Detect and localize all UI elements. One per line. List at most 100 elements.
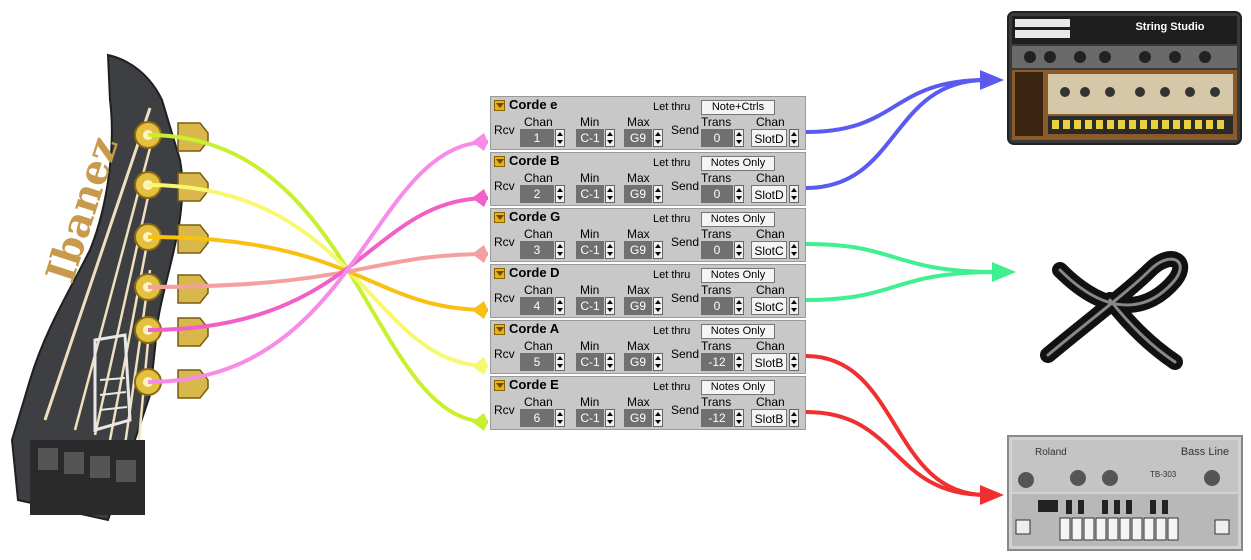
trans-field[interactable]: -12 bbox=[701, 409, 733, 427]
min-stepper[interactable] bbox=[605, 129, 615, 147]
slot-stepper[interactable] bbox=[789, 297, 799, 315]
trans-field[interactable]: -12 bbox=[701, 353, 733, 371]
trans-stepper[interactable] bbox=[734, 409, 744, 427]
min-field[interactable]: C-1 bbox=[576, 241, 604, 259]
send-chan-label: Chan bbox=[756, 115, 785, 129]
min-field[interactable]: C-1 bbox=[576, 409, 604, 427]
tb303-model: TB-303 bbox=[1150, 470, 1177, 479]
max-field[interactable]: G9 bbox=[624, 241, 652, 259]
min-stepper[interactable] bbox=[605, 297, 615, 315]
slot-stepper[interactable] bbox=[789, 409, 799, 427]
min-stepper[interactable] bbox=[605, 185, 615, 203]
output-arrow-icon bbox=[980, 485, 1004, 505]
chan-field[interactable]: 5 bbox=[520, 353, 554, 371]
min-field[interactable]: C-1 bbox=[576, 129, 604, 147]
chan-field[interactable]: 3 bbox=[520, 241, 554, 259]
min-stepper[interactable] bbox=[605, 241, 615, 259]
chan-label: Chan bbox=[524, 171, 553, 185]
let-thru-select[interactable]: Notes Only bbox=[701, 324, 775, 339]
input-arrow-icon bbox=[472, 413, 488, 431]
max-stepper[interactable] bbox=[653, 185, 663, 203]
tuner-key bbox=[177, 274, 209, 304]
slot-select[interactable]: SlotB bbox=[751, 353, 787, 371]
trans-stepper[interactable] bbox=[734, 297, 744, 315]
collapse-toggle-icon[interactable] bbox=[494, 156, 505, 167]
max-field[interactable]: G9 bbox=[624, 185, 652, 203]
chan-field[interactable]: 4 bbox=[520, 297, 554, 315]
chan-stepper[interactable] bbox=[555, 241, 565, 259]
max-field[interactable]: G9 bbox=[624, 353, 652, 371]
slot-stepper[interactable] bbox=[789, 185, 799, 203]
output-cable bbox=[805, 78, 987, 134]
slot-stepper[interactable] bbox=[789, 129, 799, 147]
let-thru-select[interactable]: Note+Ctrls bbox=[701, 100, 775, 115]
tuner-key bbox=[177, 317, 209, 347]
let-thru-select[interactable]: Notes Only bbox=[701, 212, 775, 227]
max-stepper[interactable] bbox=[653, 129, 663, 147]
trans-label: Trans bbox=[701, 339, 732, 353]
collapse-toggle-icon[interactable] bbox=[494, 268, 505, 279]
chan-field[interactable]: 2 bbox=[520, 185, 554, 203]
chan-stepper[interactable] bbox=[555, 129, 565, 147]
chan-label: Chan bbox=[524, 339, 553, 353]
max-label: Max bbox=[627, 227, 650, 241]
trans-field[interactable]: 0 bbox=[701, 185, 733, 203]
let-thru-select[interactable]: Notes Only bbox=[701, 156, 775, 171]
trans-field[interactable]: 0 bbox=[701, 129, 733, 147]
let-thru-label: Let thru bbox=[653, 325, 691, 337]
send-label: Send bbox=[671, 235, 700, 249]
max-field[interactable]: G9 bbox=[624, 129, 652, 147]
trans-stepper[interactable] bbox=[734, 241, 744, 259]
let-thru-select[interactable]: Notes Only bbox=[701, 268, 775, 283]
chan-field[interactable]: 1 bbox=[520, 129, 554, 147]
max-stepper[interactable] bbox=[653, 409, 663, 427]
collapse-toggle-icon[interactable] bbox=[494, 212, 505, 223]
chan-stepper[interactable] bbox=[555, 297, 565, 315]
output-cable bbox=[805, 242, 999, 274]
collapse-toggle-icon[interactable] bbox=[494, 100, 505, 111]
slot-select[interactable]: SlotB bbox=[751, 409, 787, 427]
max-stepper[interactable] bbox=[653, 353, 663, 371]
output-cable bbox=[805, 354, 987, 497]
chan-field[interactable]: 6 bbox=[520, 409, 554, 427]
max-field[interactable]: G9 bbox=[624, 409, 652, 427]
max-stepper[interactable] bbox=[653, 241, 663, 259]
min-stepper[interactable] bbox=[605, 353, 615, 371]
collapse-toggle-icon[interactable] bbox=[494, 380, 505, 391]
trans-field[interactable]: 0 bbox=[701, 297, 733, 315]
slot-stepper[interactable] bbox=[789, 353, 799, 371]
chan-stepper[interactable] bbox=[555, 409, 565, 427]
string-name: Corde G bbox=[509, 209, 561, 224]
max-field[interactable]: G9 bbox=[624, 297, 652, 315]
let-thru-select[interactable]: Notes Only bbox=[701, 380, 775, 395]
trans-field[interactable]: 0 bbox=[701, 241, 733, 259]
collapse-toggle-icon[interactable] bbox=[494, 324, 505, 335]
let-thru-label: Let thru bbox=[653, 381, 691, 393]
send-label: Send bbox=[671, 291, 700, 305]
slot-select[interactable]: SlotD bbox=[751, 185, 787, 203]
rcv-label: Rcv bbox=[494, 179, 515, 193]
min-stepper[interactable] bbox=[605, 409, 615, 427]
trans-stepper[interactable] bbox=[734, 353, 744, 371]
chan-label: Chan bbox=[524, 283, 553, 297]
chan-stepper[interactable] bbox=[555, 185, 565, 203]
output-arrow-icon bbox=[992, 262, 1016, 282]
slot-select[interactable]: SlotC bbox=[751, 241, 787, 259]
trans-stepper[interactable] bbox=[734, 185, 744, 203]
chan-label: Chan bbox=[524, 227, 553, 241]
min-field[interactable]: C-1 bbox=[576, 185, 604, 203]
slot-stepper[interactable] bbox=[789, 241, 799, 259]
min-field[interactable]: C-1 bbox=[576, 297, 604, 315]
tb303-bass-line: Roland Bass Line TB-303 bbox=[1007, 435, 1243, 551]
min-label: Min bbox=[580, 171, 600, 185]
chan-stepper[interactable] bbox=[555, 353, 565, 371]
max-stepper[interactable] bbox=[653, 297, 663, 315]
min-field[interactable]: C-1 bbox=[576, 353, 604, 371]
slot-select[interactable]: SlotD bbox=[751, 129, 787, 147]
trans-label: Trans bbox=[701, 283, 732, 297]
trans-stepper[interactable] bbox=[734, 129, 744, 147]
slot-select[interactable]: SlotC bbox=[751, 297, 787, 315]
input-cable bbox=[147, 196, 489, 332]
